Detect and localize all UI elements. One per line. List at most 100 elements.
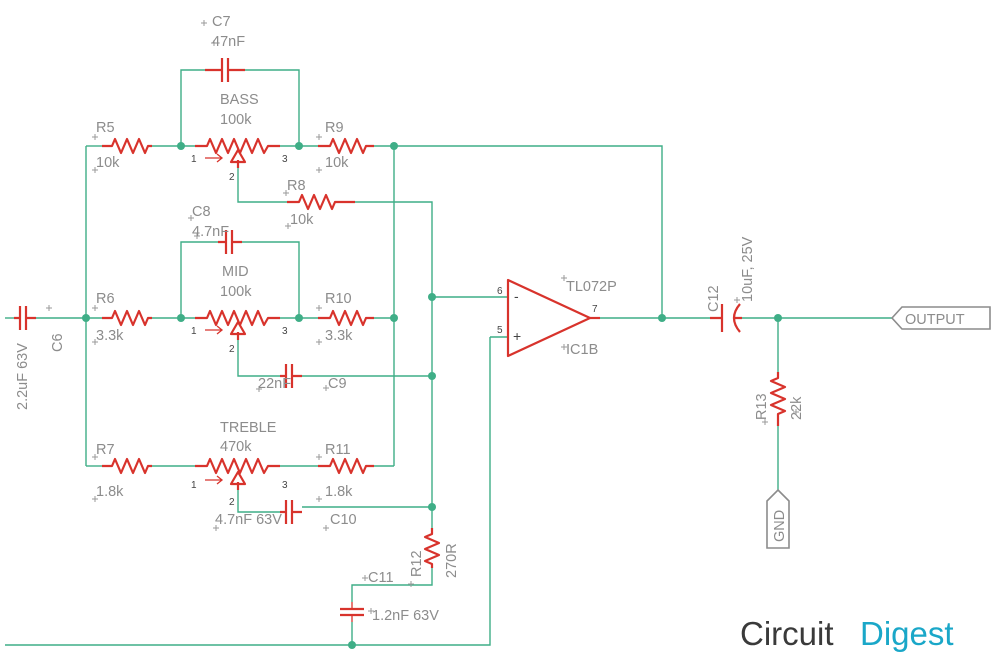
bass-pin-1: 1 [191,154,197,165]
resistor-r8 [287,193,355,211]
c9-ref-label: C9 [328,376,347,392]
logo-text-circuit: Circuit [740,615,834,652]
potentiometer-treble [195,457,280,490]
c9-value-label: 22nF [258,376,291,392]
wires [5,69,892,646]
treble-ref-label: TREBLE [220,420,277,436]
resistor-r9 [318,137,374,155]
c7-value-label: 47nF [212,34,245,50]
junction-dot [177,142,185,150]
junction-dot [295,142,303,150]
c10-value-label: 4.7nF 63V [215,512,282,528]
c12-value-label: 10uF, 25V [740,236,756,302]
output-port-flag [890,306,991,330]
potentiometer-bass [195,137,280,168]
capacitor-c6 [14,306,36,330]
c7-ref-label: C7 [212,14,231,30]
potentiometer-mid [195,309,280,340]
r11-ref-label: R11 [325,442,351,458]
r7-value-label: 1.8k [96,484,124,500]
r13-ref-label: R13 [754,393,770,420]
output-port-label: OUTPUT [905,312,965,328]
capacitor-c9 [280,364,302,388]
junction-dot [348,641,356,649]
r13-value-label: 22k [789,396,805,420]
ic-ref-label: IC1B [566,342,598,358]
r5-ref-label: R5 [96,120,115,136]
logo-text-digest: Digest [860,615,954,652]
r7-ref-label: R7 [96,442,115,458]
resistor-r7 [102,457,152,475]
mid-value-label: 100k [220,284,252,300]
capacitor-c11 [340,602,364,622]
junction-dot [774,314,782,322]
opamp-minus-sign: - [514,288,519,304]
resistor-r11 [318,457,374,475]
r8-ref-label: R8 [287,178,306,194]
r11-value-label: 1.8k [325,484,353,500]
junction-dot [428,293,436,301]
gnd-port-label: GND [772,510,788,542]
opamp-pin-7: 7 [592,304,598,315]
junction-dot [82,314,90,322]
r9-ref-label: R9 [325,120,344,136]
bass-pin-2: 2 [229,172,235,183]
r10-ref-label: R10 [325,291,352,307]
junction-dot [390,142,398,150]
resistor-r10 [318,309,374,327]
resistor-r6 [102,309,152,327]
mid-ref-label: MID [222,264,249,280]
op-amp-ic1b [506,278,600,358]
r6-ref-label: R6 [96,291,115,307]
c12-ref-label: C12 [706,285,722,312]
pin-numbers: 1 3 2 1 3 2 1 3 2 6 5 7 - + [191,154,598,508]
opamp-plus-sign: + [513,328,521,344]
treble-pin-3: 3 [282,480,288,491]
bass-pin-3: 3 [282,154,288,165]
c6-value-label: 2.2uF 63V [15,343,31,410]
r5-value-label: 10k [96,155,120,171]
mid-pin-1: 1 [191,326,197,337]
junction-dot [658,314,666,322]
mid-pin-2: 2 [229,344,235,355]
r10-value-label: 3.3k [325,328,353,344]
origin-markers [46,20,799,614]
c8-ref-label: C8 [192,204,211,220]
ic-value-label: TL072P [566,279,617,295]
c6-ref-label: C6 [50,333,66,352]
r8-value-label: 10k [290,212,314,228]
resistor-r13 [769,372,787,426]
resistor-r5 [102,137,152,155]
capacitor-c10 [280,500,302,524]
gnd-port-flag [766,488,790,549]
r9-value-label: 10k [325,155,349,171]
treble-pin-2: 2 [229,497,235,508]
junction-dot [428,503,436,511]
c11-value-label: 1.2nF 63V [372,608,439,624]
c11-ref-label: C11 [368,570,394,586]
mid-pin-3: 3 [282,326,288,337]
r12-value-label: 270R [444,543,460,578]
resistor-r12 [423,528,441,568]
r12-ref-label: R12 [409,550,425,577]
circuitdigest-logo: Circuit Digest [740,615,954,652]
labels: C7 47nF BASS 100k R5 10k R9 10k R8 10k C… [15,14,965,624]
treble-value-label: 470k [220,439,252,455]
junction-dot [390,314,398,322]
junctions [82,142,782,649]
c8-value-label: 4.7nF [192,224,229,240]
bass-ref-label: BASS [220,92,259,108]
capacitor-c12 [710,303,742,333]
junction-dot [295,314,303,322]
r6-value-label: 3.3k [96,328,124,344]
bass-value-label: 100k [220,112,252,128]
opamp-pin-5: 5 [497,325,503,336]
junction-dot [428,372,436,380]
capacitor-c8 [218,230,242,254]
junction-dot [177,314,185,322]
treble-pin-1: 1 [191,480,197,491]
opamp-pin-6: 6 [497,286,503,297]
capacitor-c7 [205,58,245,82]
c10-ref-label: C10 [330,512,357,528]
